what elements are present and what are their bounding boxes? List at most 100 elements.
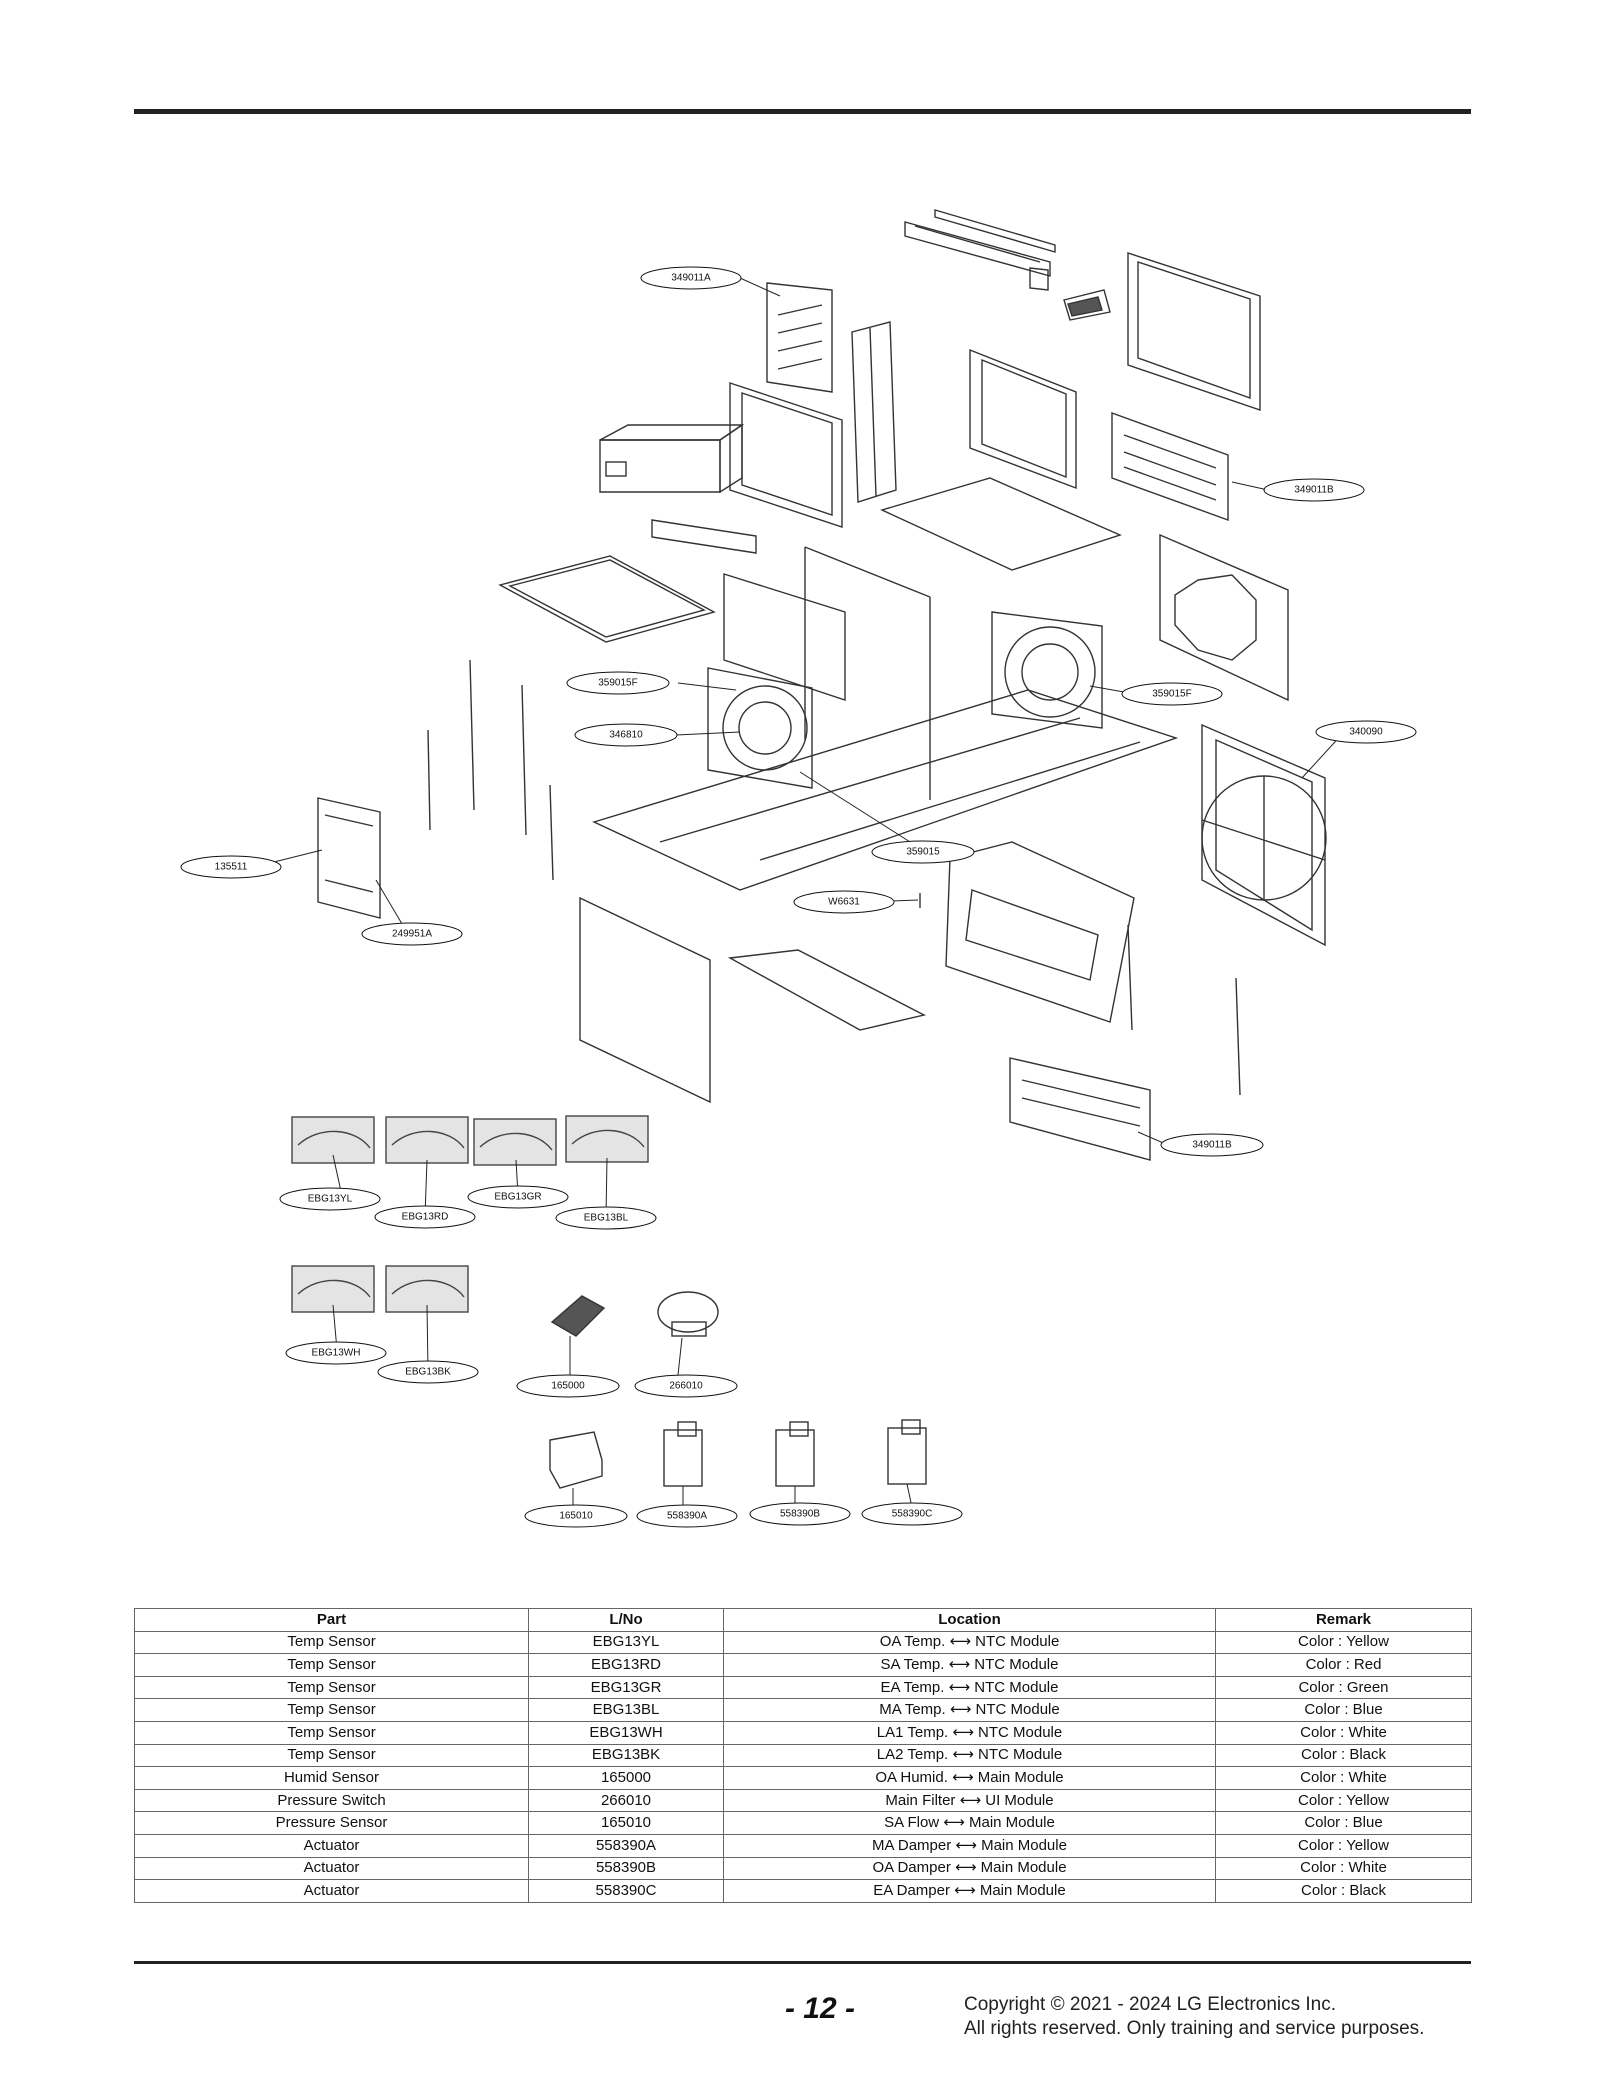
callout-558390B: 558390B [749, 1502, 851, 1526]
damper-349011B-top-part [1111, 412, 1229, 521]
lno-cell: EBG13BL [528, 1698, 724, 1722]
part-cell: Temp Sensor [134, 1698, 529, 1722]
side-panel-part [1159, 533, 1289, 702]
callout-165000: 165000 [516, 1374, 620, 1398]
location-cell: OA Humid. ⟷ Main Module [723, 1766, 1216, 1790]
damper-349011B-bottom-part [1009, 1057, 1151, 1161]
column-header-location: Location [723, 1608, 1216, 1632]
small-bracket-part [1063, 289, 1111, 321]
callout-349011A: 349011A [640, 266, 742, 290]
actuators-parts [663, 1419, 927, 1487]
callouts: 349011A 349011B 359015F 359015F 346810 3… [180, 266, 1417, 1528]
callout-359015: 359015 [871, 840, 975, 864]
remark-cell: Color : White [1215, 1720, 1472, 1745]
vertical-post-part [851, 321, 897, 503]
bottom-panel-part [579, 896, 711, 1104]
location-cell: MA Damper ⟷ Main Module [723, 1833, 1216, 1858]
posts-right-part [919, 893, 1241, 1096]
center-frame-part [969, 348, 1077, 490]
column-header-part: Part [134, 1608, 529, 1632]
lno-cell: EBG13WH [528, 1720, 724, 1745]
lno-cell: 558390A [528, 1833, 724, 1858]
callout-359015F-left: 359015F [566, 671, 670, 695]
part-cell: Temp Sensor [134, 1675, 529, 1700]
svg-text:359015F: 359015F [1152, 689, 1191, 700]
location-cell: Main Filter ⟷ UI Module [723, 1788, 1216, 1813]
svg-text:EBG13WH: EBG13WH [312, 1348, 361, 1359]
callout-349011B-top: 349011B [1263, 478, 1365, 502]
remark-cell: Color : Yellow [1215, 1630, 1472, 1655]
lno-cell: 266010 [528, 1788, 724, 1813]
fan-359015F-right-part [991, 611, 1103, 729]
remark-cell: Color : White [1215, 1766, 1472, 1790]
leader-lines [253, 277, 1345, 1514]
part-cell: Actuator [134, 1879, 529, 1903]
callout-EBG13BL: EBG13BL [555, 1206, 657, 1230]
pressure-switch-part [657, 1291, 719, 1337]
svg-text:359015F: 359015F [598, 678, 637, 689]
page-number: - 12 - [784, 1992, 856, 2025]
svg-text:135511: 135511 [215, 862, 248, 873]
part-cell: Actuator [134, 1833, 529, 1858]
svg-text:EBG13BK: EBG13BK [405, 1367, 451, 1378]
control-box-part [599, 423, 745, 494]
part-cell: Temp Sensor [134, 1653, 529, 1677]
part-cell: Actuator [134, 1856, 529, 1881]
svg-text:346810: 346810 [609, 730, 643, 741]
vertical-rods-part [427, 659, 554, 881]
remark-cell: Color : Red [1215, 1653, 1472, 1677]
heat-wheel-340090-part [1201, 723, 1327, 947]
location-cell: OA Damper ⟷ Main Module [723, 1856, 1216, 1881]
part-cell: Humid Sensor [134, 1766, 529, 1790]
callout-558390C: 558390C [861, 1502, 963, 1526]
svg-text:349011B: 349011B [1294, 485, 1334, 496]
lno-cell: EBG13BK [528, 1743, 724, 1768]
callout-135511: 135511 [180, 855, 282, 879]
location-cell: EA Damper ⟷ Main Module [723, 1879, 1216, 1903]
callout-349011B-bottom: 349011B [1160, 1133, 1264, 1157]
callout-340090: 340090 [1315, 720, 1417, 744]
callout-EBG13GR: EBG13GR [467, 1185, 569, 1209]
svg-text:EBG13YL: EBG13YL [308, 1194, 353, 1205]
location-cell: OA Temp. ⟷ NTC Module [723, 1630, 1216, 1655]
left-frame-part [729, 382, 843, 528]
column-header-remark: Remark [1215, 1608, 1472, 1632]
callout-359015F-right: 359015F [1121, 682, 1223, 706]
location-cell: SA Flow ⟷ Main Module [723, 1811, 1216, 1835]
svg-text:266010: 266010 [669, 1381, 703, 1392]
part-cell: Temp Sensor [134, 1743, 529, 1768]
svg-text:340090: 340090 [1349, 727, 1383, 738]
location-cell: LA2 Temp. ⟷ NTC Module [723, 1743, 1216, 1768]
remark-cell: Color : Black [1215, 1743, 1472, 1768]
location-cell: LA1 Temp. ⟷ NTC Module [723, 1720, 1216, 1745]
column-header-lno: L/No [528, 1608, 724, 1632]
svg-text:558390C: 558390C [892, 1509, 933, 1520]
svg-text:349011B: 349011B [1192, 1140, 1232, 1151]
remark-cell: Color : Black [1215, 1879, 1472, 1903]
remark-cell: Color : Blue [1215, 1811, 1472, 1835]
remark-cell: Color : Yellow [1215, 1833, 1472, 1858]
location-cell: SA Temp. ⟷ NTC Module [723, 1653, 1216, 1677]
callout-W6631: W6631 [793, 890, 895, 914]
exploded-parts-diagram: 349011A 349011B 359015F 359015F 346810 3… [180, 209, 1417, 1528]
lno-cell: 165010 [528, 1811, 724, 1835]
drip-tray-part [651, 519, 757, 554]
remark-cell: Color : Green [1215, 1675, 1472, 1700]
table-header-row: Part L/No Location Remark [134, 1608, 1472, 1632]
callout-EBG13YL: EBG13YL [279, 1187, 381, 1211]
part-cell: Pressure Switch [134, 1788, 529, 1813]
right-top-frame-part [1127, 252, 1261, 411]
copyright-notice: Copyright © 2021 - 2024 LG Electronics I… [964, 1993, 1424, 2041]
svg-text:359015: 359015 [906, 847, 940, 858]
callout-266010: 266010 [634, 1374, 738, 1398]
